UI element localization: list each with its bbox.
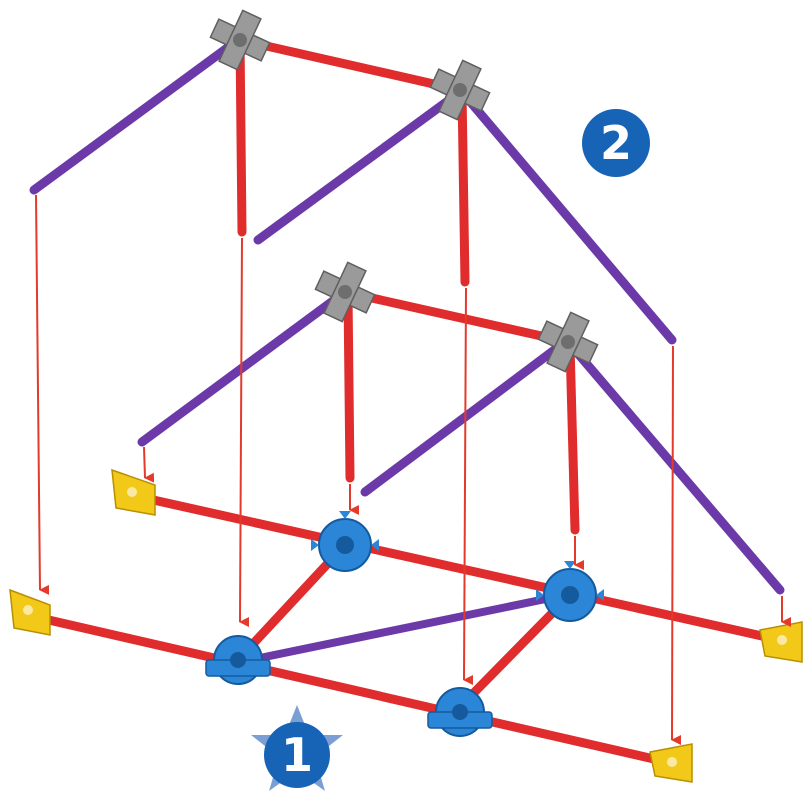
gray-connector-front-right [537,311,599,373]
down-arrow [35,194,50,595]
step-number-2: 2 [600,116,632,170]
rod-red-vertical-front-left [343,290,355,483]
rod-purple-front-left [137,287,350,447]
blue-connector-back-left [311,511,379,572]
base-rod-back [135,492,785,645]
step-number-1: 1 [281,728,313,782]
rod-red-vertical-back-left [235,35,247,237]
yellow-corner-front-left [9,588,51,636]
rod-red-vertical-front-right [565,340,580,535]
rod-purple-back-middle [253,87,465,245]
yellow-corner-front-right [649,743,693,783]
blue-connector-front-left [205,635,271,685]
down-arrow [671,345,682,746]
blue-connector-back-right [536,561,604,622]
circle-badge-icon [582,109,650,177]
down-arrow [143,446,155,483]
gray-connector-back-right [429,59,491,121]
step-badge-1: 1 [251,705,343,791]
down-arrow [463,287,474,686]
guide-arrows [35,194,791,746]
down-arrow [239,237,250,628]
back-upper-frame [29,9,677,345]
rod-red-top-front [340,287,573,347]
rod-purple-front-diagonal [563,337,785,595]
base-frame [9,468,803,783]
gray-connector-back-left [209,9,271,71]
rod-purple-back-left [29,35,243,195]
rod-red-vertical-back-right [457,87,470,287]
yellow-corner-back-right [759,621,803,663]
cross-rod-purple [246,591,569,664]
rod-purple-back-diagonal [457,87,677,345]
base-rod-front [35,613,685,770]
gray-connector-front-left [314,261,376,323]
step-badge-2: 2 [582,109,650,177]
front-upper-frame [137,261,785,595]
yellow-corner-back-left [111,468,156,516]
blue-connector-front-right [427,687,493,737]
rod-red-top-back [235,35,465,95]
